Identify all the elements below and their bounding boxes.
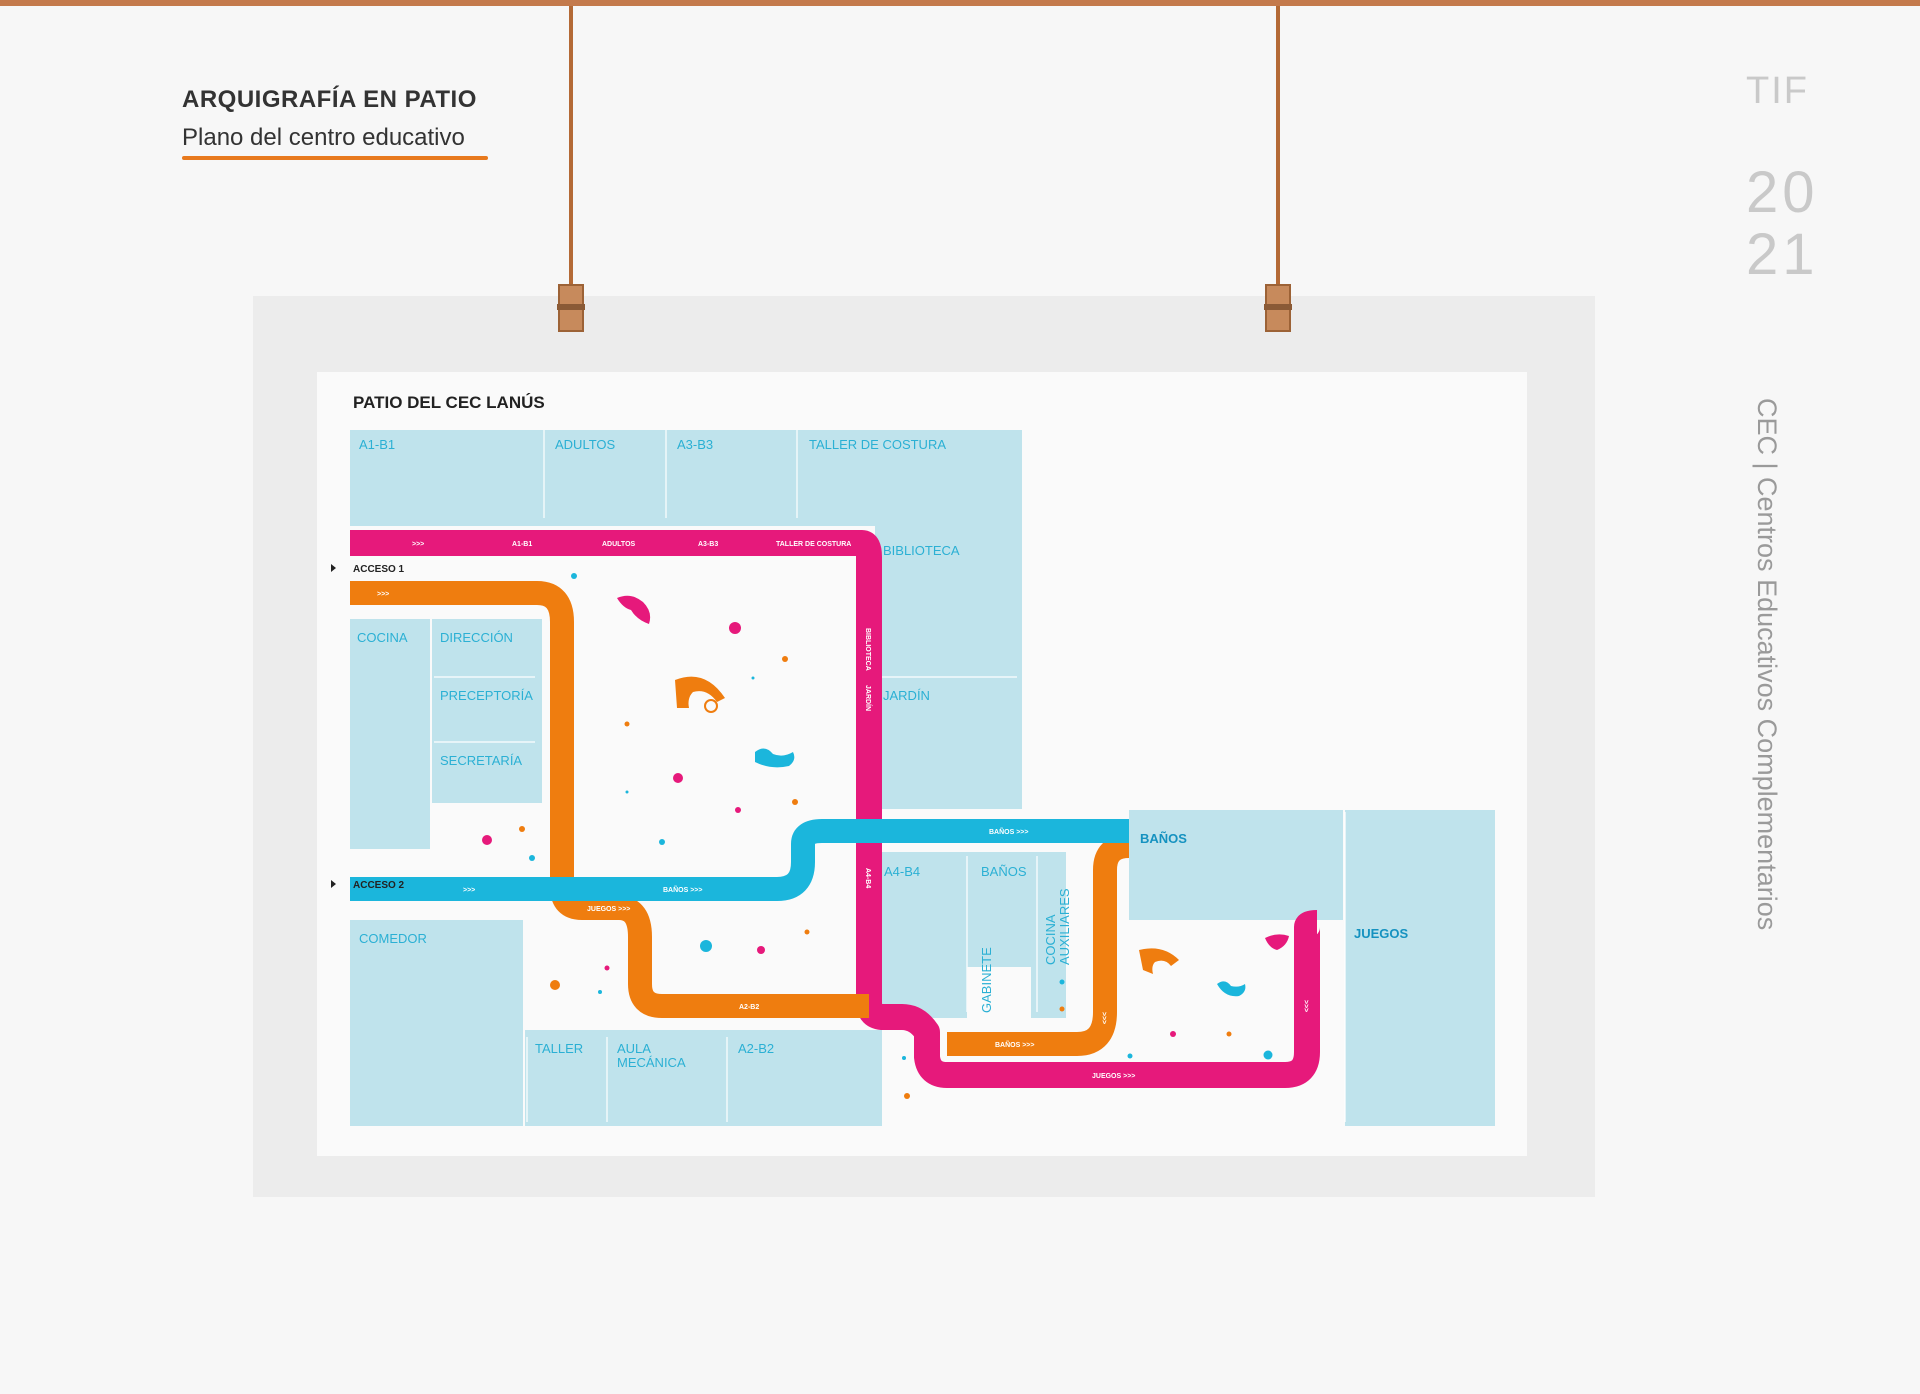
orange-arrows-vertical: >>>: [1100, 1012, 1107, 1024]
label-cocina: COCINA: [357, 630, 408, 645]
year-top: 20: [1746, 160, 1819, 225]
pink-label-adultos: ADULTOS: [602, 541, 636, 548]
room-taller-row: [525, 1030, 882, 1126]
blue-route: [350, 819, 1129, 901]
orange-label-a2b2: A2-B2: [739, 1004, 759, 1011]
label-acceso1: ACCESO 1: [353, 564, 405, 575]
orange-route-left: [350, 581, 869, 1018]
room-dividers: [434, 430, 1346, 1122]
label-a4b4: A4-B4: [884, 864, 920, 879]
room-direccion: [432, 619, 542, 803]
pink-label-a4b4: A4-B4: [864, 868, 871, 888]
blue-arrows: >>>: [463, 887, 475, 894]
confetti-dots: [482, 573, 1273, 1099]
room-comedor: [350, 920, 523, 1126]
acceso2-arrow: [331, 880, 336, 888]
label-banos: BAÑOS: [1140, 831, 1187, 846]
pink-game-piece: [617, 595, 651, 624]
pink-arrows: >>>: [412, 541, 424, 548]
top-border-line: [0, 0, 1920, 6]
pink-label-a1b1: A1-B1: [512, 541, 532, 548]
label-direccion: DIRECCIÓN: [440, 630, 513, 645]
access-markers: ACCESO 1 ACCESO 2: [331, 564, 405, 891]
orange-label-juegos: JUEGOS >>>: [587, 906, 630, 913]
playground-shapes: [617, 595, 1289, 997]
label-a3b3: A3-B3: [677, 437, 713, 452]
orange-label-banos: BAÑOS >>>: [995, 1040, 1035, 1049]
page-title: ARQUIGRAFÍA EN PATIO: [182, 86, 477, 113]
year-label: 20 21: [1746, 162, 1819, 286]
label-taller-costura: TALLER DE COSTURA: [809, 437, 946, 452]
floor-plan-svg: PATIO DEL CEC LANÚS A1-B1 ADULTOS A3-B3 …: [317, 372, 1527, 1156]
year-bottom: 21: [1746, 222, 1819, 287]
label-preceptoria: PRECEPTORÍA: [440, 688, 533, 703]
label-a2b2: A2-B2: [738, 1041, 774, 1056]
room-top-row: [350, 430, 1022, 526]
rooms-layer: [350, 430, 1495, 1126]
clothespin-right: [1264, 284, 1292, 332]
pink-label-juegos: JUEGOS >>>: [1092, 1073, 1135, 1080]
acceso1-arrow: [331, 564, 336, 572]
hanging-string-right: [1276, 6, 1280, 292]
pink-label-jardin: JARDÍN: [864, 685, 873, 711]
label-a1b1: A1-B1: [359, 437, 395, 452]
label-secretaria: SECRETARÍA: [440, 753, 522, 768]
room-biblioteca-jardin: [875, 526, 1022, 809]
pink-arrows-vertical: >>>: [1302, 1000, 1309, 1012]
label-cocina-aux-line2: AUXILIARES: [1057, 888, 1072, 965]
label-cocina-aux-line1: COCINA: [1043, 914, 1058, 965]
label-juegos: JUEGOS: [1354, 926, 1409, 941]
pink-label-biblioteca: BIBLIOTECA: [864, 628, 871, 671]
hanging-string-left: [569, 6, 573, 292]
blue-game-piece-2: [1217, 981, 1246, 997]
label-biblioteca: BIBLIOTECA: [883, 543, 960, 558]
path-routes: [350, 530, 1320, 1088]
blue-game-piece: [755, 748, 795, 768]
label-gabinete: GABINETE: [979, 947, 994, 1013]
pink-label-taller: TALLER DE COSTURA: [776, 541, 851, 548]
blue-label-banos-right: BAÑOS >>>: [989, 827, 1029, 836]
room-cocina: [350, 619, 430, 849]
subtitle-underline: [182, 156, 488, 160]
label-comedor: COMEDOR: [359, 931, 427, 946]
path-texts: >>> A1-B1 ADULTOS A3-B3 TALLER DE COSTUR…: [377, 541, 1309, 1080]
map-title: PATIO DEL CEC LANÚS: [353, 393, 545, 412]
label-adultos: ADULTOS: [555, 437, 616, 452]
room-banos: [1129, 810, 1343, 920]
tif-label: TIF: [1746, 70, 1809, 112]
pink-label-a3b3: A3-B3: [698, 541, 718, 548]
orange-route-right: [947, 834, 1130, 1056]
label-acceso2: ACCESO 2: [353, 880, 405, 891]
room-juegos: [1345, 810, 1495, 1126]
label-taller: TALLER: [535, 1041, 583, 1056]
pink-game-piece-2: [1265, 934, 1289, 950]
label-aula-line2: MECÁNICA: [617, 1055, 686, 1070]
clothespin-left: [557, 284, 585, 332]
orange-game-piece-2: [1139, 948, 1179, 974]
label-jardin: JARDÍN: [883, 688, 930, 703]
orange-game-piece: [675, 676, 725, 708]
pink-route: [350, 530, 1320, 1088]
room-labels: A1-B1 ADULTOS A3-B3 TALLER DE COSTURA BI…: [357, 437, 1409, 1070]
label-banos-small: BAÑOS: [981, 864, 1027, 879]
floor-plan-poster: PATIO DEL CEC LANÚS A1-B1 ADULTOS A3-B3 …: [317, 372, 1527, 1156]
side-caption: CEC | Centros Educativos Complementarios: [1752, 398, 1782, 931]
orange-piece-hole: [704, 699, 718, 713]
gabinete-cutout: [967, 967, 1031, 1019]
page-subtitle: Plano del centro educativo: [182, 124, 465, 151]
blue-label-banos-left: BAÑOS >>>: [663, 885, 703, 894]
orange-arrows: >>>: [377, 591, 389, 598]
label-aula-line1: AULA: [617, 1041, 651, 1056]
